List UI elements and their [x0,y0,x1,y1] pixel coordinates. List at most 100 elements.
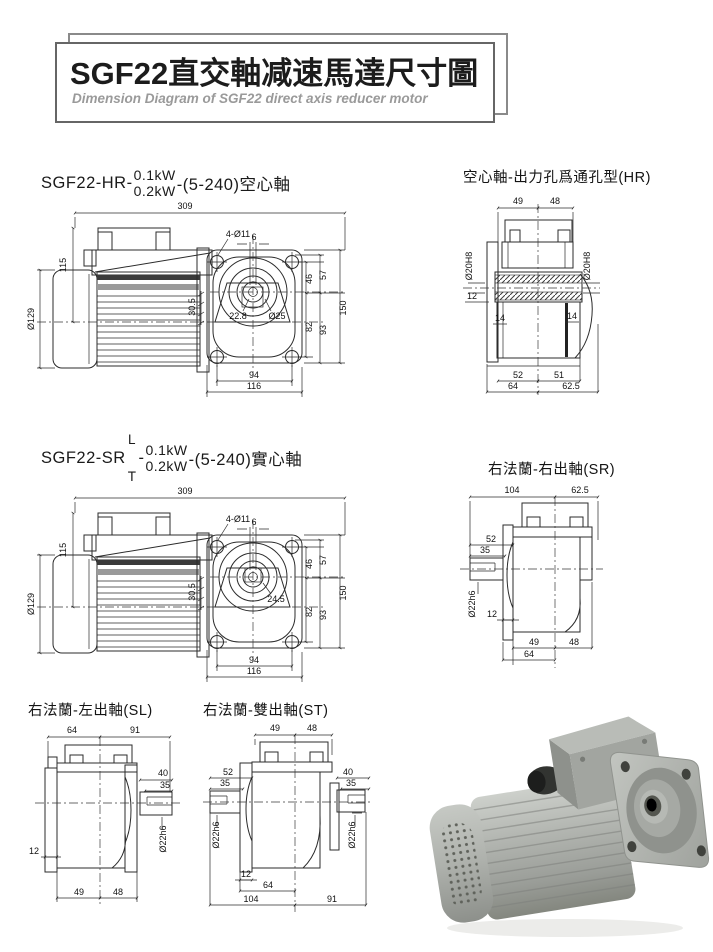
dim-bolt-holes: 4-Ø11 [226,514,250,524]
dim-dia22h6-right: Ø22h6 [347,821,357,848]
hollow-shaft-hole [646,798,657,812]
dim-46: 46 [304,274,314,284]
section-title-st-view: 右法蘭-雙出軸(ST) [203,703,329,719]
model-prefix-hr: SGF22-HR- [41,173,133,192]
dim-40: 40 [343,767,353,777]
dim-12: 12 [487,609,497,619]
dim-total-length: 309 [177,486,192,496]
variant-top: L [128,432,137,447]
slview-geometry [35,735,180,907]
kw-stack-sr: 0.1kW 0.2kW [145,442,187,474]
dim-12: 12 [241,869,251,879]
dim-24-5: 24.5 [267,594,285,604]
vent-grille [439,822,482,907]
kw-top-sr: 0.1kW [145,441,188,458]
dim-dia20h8-left: Ø20H8 [464,252,474,281]
dim-48: 48 [569,637,579,647]
dim-115: 115 [58,543,68,557]
title-border-main: SGF22直交軸减速馬達尺寸圖 Dimension Diagram of SGF… [55,42,495,123]
hr-dim-labels: 309 115 Ø129 4-Ø11 6 22.8 Ø25 30.5 46 57… [26,201,348,391]
drawing-sl-view: 64 91 40 35 Ø22h6 12 49 48 [29,725,180,907]
dim-64: 64 [508,381,518,391]
dim-35: 35 [160,780,170,790]
variant-bottom: T [127,469,137,484]
dim-52: 52 [223,767,233,777]
dim-57: 57 [318,555,328,565]
dim-14-right: 14 [567,311,577,321]
dim-62-5: 62.5 [562,381,580,391]
dim-dia22h6: Ø22h6 [467,590,477,617]
dim-14-left: 14 [495,313,505,323]
dim-35: 35 [480,545,490,555]
page-title: SGF22直交軸减速馬達尺寸圖 [70,56,479,91]
dim-49: 49 [270,723,280,733]
section-title-sl-view: 右法蘭-左出軸(SL) [28,703,153,719]
kw-stack-hr: 0.1kW 0.2kW [134,167,176,199]
dim-35-left: 35 [220,778,230,788]
page-subtitle: Dimension Diagram of SGF22 direct axis r… [72,91,428,106]
stview-dim-labels: 49 48 52 35 40 35 Ø22h6 Ø22h6 12 64 104 … [211,723,357,904]
slview-dim-labels: 64 91 40 35 Ø22h6 12 49 48 [29,725,170,897]
dim-91: 91 [327,894,337,904]
dim-64: 64 [524,649,534,659]
dim-dia25: Ø25 [268,311,285,321]
dim-94: 94 [249,655,259,665]
dim-40: 40 [158,768,168,778]
hr-geometry [37,211,347,397]
dim-64: 64 [67,725,77,735]
dim-key-6: 6 [251,517,256,527]
dim-52: 52 [486,534,496,544]
model-code-hr: SGF22-HR- 0.1kW 0.2kW -(5-240)空心軸 [41,167,290,199]
section-title-hr-view: 空心軸-出力孔爲通孔型(HR) [463,170,651,186]
sr-geometry [37,496,347,682]
dim-82: 82 [304,607,314,617]
dim-49: 49 [74,887,84,897]
section-title-sr-view: 右法蘭-右出軸(SR) [488,462,616,478]
dim-93: 93 [318,610,328,620]
drawing-hr-output: 49 48 Ø20H8 Ø20H8 12 14 14 52 51 64 62.5 [463,196,600,395]
terminal-box [549,739,579,810]
dim-150: 150 [338,300,348,315]
hrview-dim-labels: 49 48 Ø20H8 Ø20H8 12 14 14 52 51 64 62.5 [464,196,592,391]
hrview-geometry [463,204,600,395]
dim-52: 52 [513,370,523,380]
dim-104: 104 [243,894,258,904]
variant-stack: L T [128,432,137,484]
model-code-sr: SGF22-SR L T - 0.1kW 0.2kW -(5-240)實心軸 [41,432,302,484]
stview-geometry [203,733,373,912]
sr-dim-labels: 309 115 Ø129 4-Ø11 6 24.5 30.5 46 57 82 … [26,486,348,676]
dim-49: 49 [529,637,539,647]
dim-94: 94 [249,370,259,380]
srview-dim-labels: 104 62.5 52 35 Ø22h6 12 49 48 64 [467,485,589,659]
dim-93: 93 [318,325,328,335]
dim-48: 48 [550,196,560,206]
dim-64: 64 [263,880,273,890]
dim-key-6: 6 [251,232,256,242]
dim-104: 104 [504,485,519,495]
dim-total-length: 309 [177,201,192,211]
kw-top: 0.1kW [133,167,176,183]
dim-46: 46 [304,559,314,569]
dim-48: 48 [113,887,123,897]
dim-dia20h8-right: Ø20H8 [582,252,592,281]
drawing-hr-main: 309 115 Ø129 4-Ø11 6 22.8 Ø25 30.5 46 57… [26,201,348,397]
dim-dia22h6-left: Ø22h6 [211,821,221,848]
model-suffix-sr: -(5-240)實心軸 [188,451,303,469]
model-suffix-hr: -(5-240)空心軸 [176,176,291,195]
dim-116: 116 [247,381,261,391]
dim-12: 12 [467,291,477,301]
dim-dia22h6: Ø22h6 [158,825,168,852]
kw-bottom: 0.2kW [133,183,176,200]
dim-91: 91 [130,725,140,735]
dim-115: 115 [58,258,68,272]
dim-12: 12 [29,846,39,856]
kw-bottom-sr: 0.2kW [145,458,188,474]
motor-body [470,776,636,920]
drawing-st-view: 49 48 52 35 40 35 Ø22h6 Ø22h6 12 64 104 … [203,723,373,912]
dim-82: 82 [304,322,314,332]
dim-116: 116 [247,666,261,676]
model-prefix-sr: SGF22-SR [41,448,126,467]
drawing-sr-view: 104 62.5 52 35 Ø22h6 12 49 48 64 [460,485,603,668]
srview-geometry [460,495,603,668]
dim-30-5: 30.5 [187,583,197,601]
